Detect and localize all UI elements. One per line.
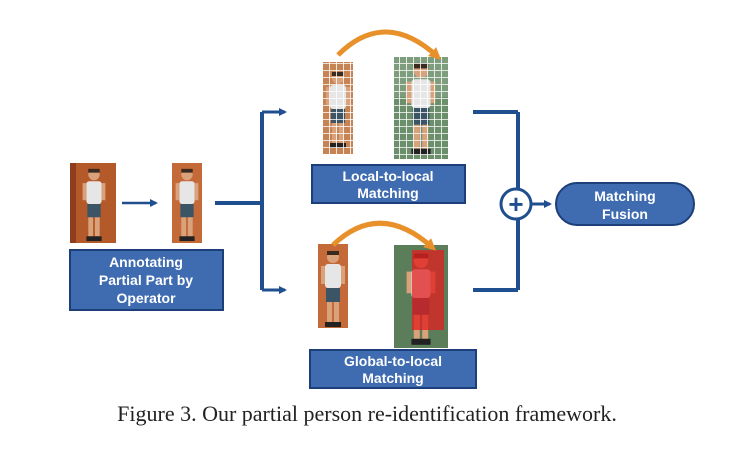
fusion-plus-symbol: + xyxy=(499,187,533,221)
global-line-1: Global-to-local xyxy=(344,353,442,369)
local-line-1: Local-to-local xyxy=(342,168,433,184)
local-to-local-box: Local-to-local Matching xyxy=(311,164,466,204)
global-to-local-box: Global-to-local Matching xyxy=(309,349,477,389)
figure-caption: Figure 3. Our partial person re-identifi… xyxy=(117,401,617,426)
input-person-image xyxy=(70,163,116,243)
local-gallery-image xyxy=(394,57,448,159)
annotating-line-3: Operator xyxy=(116,290,176,306)
fusion-line-2: Fusion xyxy=(602,206,648,222)
annotating-line-1: Annotating xyxy=(109,254,183,270)
fusion-line-1: Matching xyxy=(594,188,655,204)
annotating-box: Annotating Partial Part by Operator xyxy=(69,249,224,311)
plus-glyph: + xyxy=(508,189,523,219)
global-gallery-image xyxy=(394,245,448,348)
local-partial-image xyxy=(323,62,353,154)
annotating-line-2: Partial Part by xyxy=(99,272,193,288)
global-line-2: Matching xyxy=(362,370,423,386)
split-connector xyxy=(215,108,287,294)
local-matching-arc xyxy=(336,29,441,60)
global-partial-image xyxy=(318,244,348,328)
local-line-2: Matching xyxy=(357,185,418,201)
global-matching-arc xyxy=(331,220,436,251)
matching-fusion-box: Matching Fusion xyxy=(555,182,695,226)
partial-person-image xyxy=(172,163,202,243)
